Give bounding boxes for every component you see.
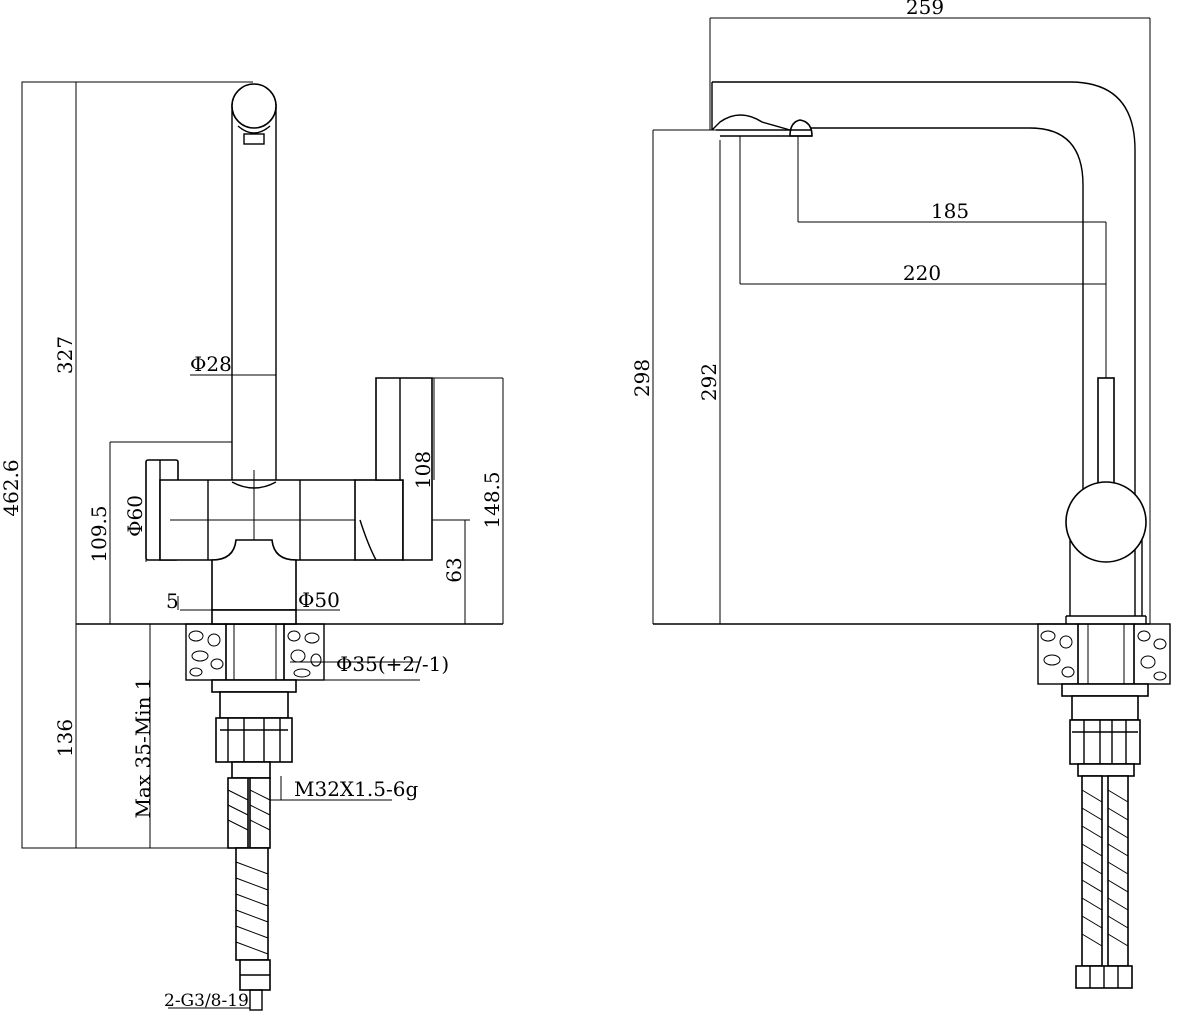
side-hoses — [1075, 763, 1135, 989]
front-spout — [190, 83, 277, 480]
side-counter-section — [1037, 623, 1171, 685]
dim-reach-outer: 220 — [903, 261, 941, 285]
dim-reach: 259 — [906, 0, 944, 19]
dim-thread: M32X1.5-6g — [294, 777, 418, 801]
dim-total-height: 462.6 — [0, 459, 23, 516]
dim-counter-thickness: Max 35-Min 1 — [131, 677, 155, 818]
dim-base-diameter: Φ50 — [298, 588, 340, 612]
dim-above-counter: 327 — [53, 336, 77, 374]
side-mounting-nut — [1061, 683, 1149, 765]
side-view: 259 185 220 298 292 — [630, 0, 1171, 989]
front-dimension-lines — [109, 377, 504, 848]
side-handle — [1097, 377, 1115, 499]
dim-handle-axis: 63 — [442, 557, 466, 582]
dim-reach-inner: 185 — [931, 199, 969, 223]
dim-body-height: 109.5 — [87, 505, 111, 562]
dim-hole-diameter: Φ35(+2/-1) — [336, 652, 449, 676]
side-spout — [711, 81, 1136, 616]
dim-base-offset: 5 — [166, 589, 179, 613]
dim-body-diameter: Φ60 — [123, 495, 147, 537]
dim-height-inner: 292 — [697, 363, 721, 401]
dim-below-counter: 136 — [53, 719, 77, 757]
dim-handle-total: 148.5 — [480, 471, 504, 528]
dim-height-outer: 298 — [630, 359, 654, 397]
dim-hose-thread: 2-G3/8-19 — [164, 991, 249, 1011]
front-view: 462.6 327 Φ28 Φ60 109.5 108 148.5 63 5 Φ… — [0, 81, 504, 1011]
front-hoses — [168, 761, 271, 1011]
front-body — [159, 470, 470, 612]
front-right-handle — [354, 377, 433, 561]
dim-handle-height: 108 — [411, 451, 435, 489]
front-mounting-nut — [211, 679, 297, 763]
side-dimension-lines — [739, 136, 1107, 378]
side-body — [1065, 481, 1147, 624]
dim-spout-diameter: Φ28 — [190, 352, 232, 376]
